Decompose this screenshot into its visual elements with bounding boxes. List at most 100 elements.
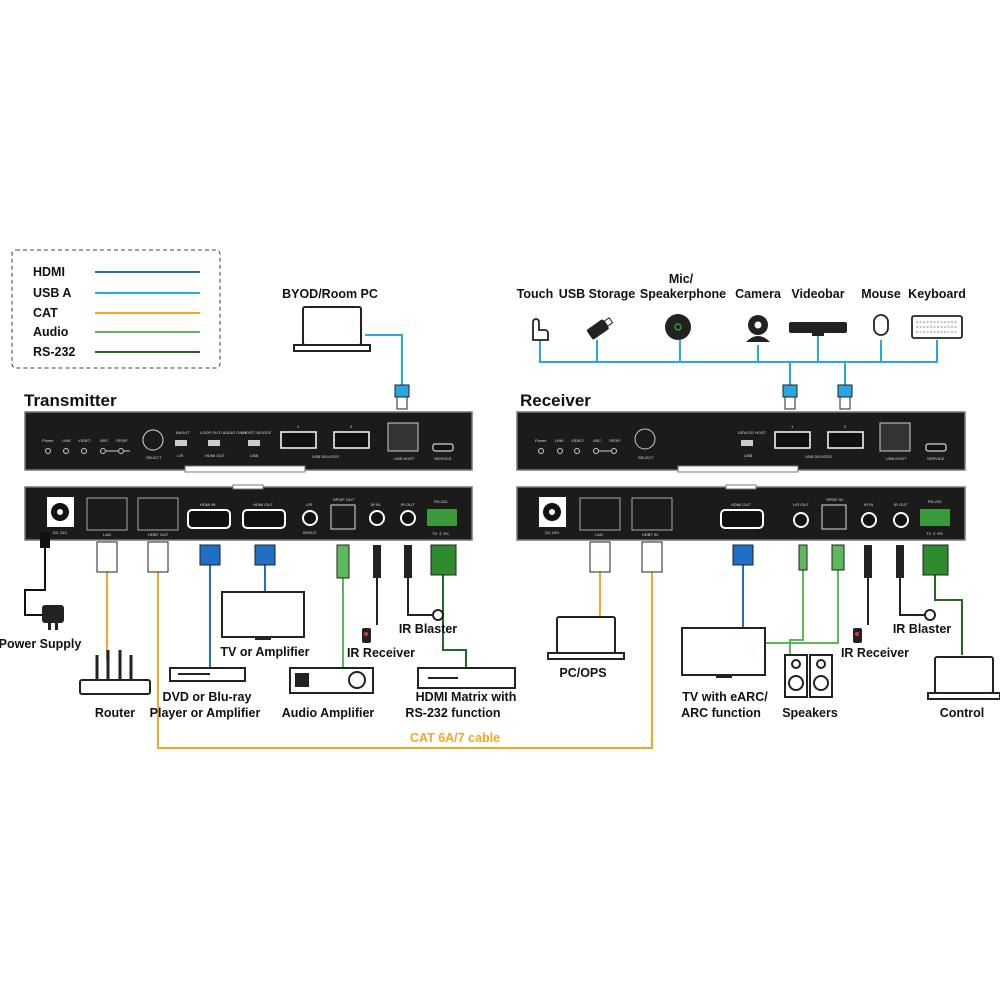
rx-usb-host-label: USB HOST: [886, 456, 907, 461]
control-laptop-icon: [927, 656, 1000, 700]
rx-spdif-in-port[interactable]: [821, 504, 847, 530]
hdmi-in-label: HDMI IN: [200, 502, 215, 507]
mouse-label: Mouse: [861, 287, 901, 301]
usb-port-1[interactable]: [280, 431, 317, 449]
ir-plug-icon: [373, 545, 381, 578]
usb-port-1-label: 1: [297, 424, 300, 429]
matrix-label-1: HDMI Matrix with: [416, 690, 517, 704]
power-supply-icon: [42, 605, 64, 630]
usb-plug-icon: [782, 384, 798, 398]
rx-switch-usb[interactable]: [741, 440, 753, 446]
rx-select-button[interactable]: [634, 428, 656, 450]
audio-spdif-tv: [765, 570, 839, 644]
matrix-label-2: RS-232 function: [405, 706, 500, 720]
toslink-plug-icon: [831, 544, 845, 571]
switch-hdmiout-label: HDMI OUT: [205, 453, 225, 458]
rx-hdbt-in-port[interactable]: [631, 497, 673, 531]
tv-amp-label: TV or Amplifier: [220, 645, 309, 659]
legend-rs232: RS-232: [33, 345, 75, 359]
ir-blaster-icon: [432, 609, 444, 621]
hdmi-plug-icon: [732, 544, 754, 566]
legend-hdmi: HDMI: [33, 265, 65, 279]
usb-port-2-label: 2: [350, 424, 353, 429]
rx-usb-host-port[interactable]: [879, 422, 911, 452]
rs232-plug-icon: [922, 544, 949, 576]
router-label: Router: [95, 706, 135, 720]
mic-label-2: Speakerphone: [640, 287, 726, 301]
switch-usb[interactable]: [248, 440, 260, 446]
ir-receiver-rx-icon: [853, 628, 862, 643]
switch-usb-label: USB: [250, 453, 259, 458]
hdbt-out-port[interactable]: [137, 497, 179, 531]
hdmi-out-port[interactable]: [242, 509, 286, 529]
usb-host-port[interactable]: [387, 422, 419, 452]
rx-hdbt-in-label: HDBT IN: [642, 532, 658, 537]
rs232-terminal[interactable]: [427, 509, 457, 526]
rx-usb-2-label: 2: [844, 424, 847, 429]
cat-cable-label: CAT 6A/7 cable: [410, 731, 500, 745]
dvd-player-icon: [169, 667, 246, 682]
toslink-plug-icon: [336, 544, 350, 579]
audio-plug-icon: [798, 544, 808, 571]
lr-jack[interactable]: [302, 510, 318, 526]
rx-lr-out-jack[interactable]: [793, 512, 809, 528]
control-label: Control: [940, 706, 984, 720]
audio-lr-speakers: [789, 570, 804, 655]
rs232-control: [934, 575, 963, 655]
rj45-plug-icon: [641, 541, 663, 573]
power-supply-label: Power Supply: [0, 637, 81, 651]
lan-port[interactable]: [86, 497, 128, 531]
rx-switch-usb-label: USB: [744, 453, 753, 458]
usb-port-2[interactable]: [333, 431, 370, 449]
hdmi-in-port[interactable]: [187, 509, 231, 529]
rx-usb-port-1[interactable]: [774, 431, 811, 449]
rx-hdmi-out-port[interactable]: [720, 509, 764, 529]
ir-out-jack[interactable]: [400, 510, 416, 526]
rx-spdif-label: SPDIF IN: [826, 497, 843, 502]
videobar-label: Videobar: [791, 287, 844, 301]
select-button[interactable]: [142, 429, 164, 451]
rx-hdmi-out-label: HDMI OUT: [731, 502, 751, 507]
rx-led-arc-label: ARC: [593, 438, 602, 443]
rx-ir-in-label: IR IN: [864, 502, 873, 507]
switch-hdmi-out[interactable]: [208, 440, 220, 446]
rx-ir-in-jack[interactable]: [861, 512, 877, 528]
cables: [24, 334, 963, 749]
transmitter-rear-panel: DC 24V LAN HDBT OUT HDMI IN HDMI OUT L/R…: [24, 484, 473, 541]
mic-label-1: Mic/: [669, 272, 694, 286]
rx-ir-out-label: IR OUT: [894, 502, 908, 507]
rx-usb-port-2[interactable]: [827, 431, 864, 449]
ir-receiver-tx-label: IR Receiver: [347, 646, 415, 660]
usb-bus: [539, 340, 938, 363]
ir-blaster-cable-tx: [407, 578, 432, 616]
rx-ir-out-jack[interactable]: [893, 512, 909, 528]
audio-amplifier-icon: [289, 667, 374, 694]
ir-blaster-rx-icon: [924, 609, 936, 621]
rs232-label: RS-232: [434, 499, 448, 504]
usb-plug-icon: [837, 384, 853, 398]
tv-icon: [221, 591, 305, 640]
rx-rs232-pins-label: TX ⏚ RX: [926, 530, 943, 536]
router-icon: [79, 650, 151, 695]
rj45-plug-icon: [589, 541, 611, 573]
ir-receiver-rx-label: IR Receiver: [841, 646, 909, 660]
spdif-out-port[interactable]: [330, 504, 356, 530]
led-arc-label: ARC: [100, 438, 109, 443]
rx-service-port[interactable]: [925, 443, 947, 452]
switch-host-label: HOST/ DEVICE: [243, 430, 272, 435]
rs232-pins-label: TX ⏚ RX: [432, 530, 449, 536]
ir-blaster-rx-label: IR Blaster: [893, 622, 951, 636]
service-port[interactable]: [432, 443, 454, 452]
ir-in-jack[interactable]: [369, 510, 385, 526]
rx-lan-port[interactable]: [579, 497, 621, 531]
usb-cable-byod: [365, 334, 403, 385]
rx-rs232-terminal[interactable]: [920, 509, 950, 526]
rx-switch-label: DEVICE/ HOST: [738, 430, 767, 435]
led-power-label: Power: [42, 438, 54, 443]
rj45-plug-icon: [96, 541, 118, 573]
switch-in-out[interactable]: [175, 440, 187, 446]
tv-earc-label-2: ARC function: [681, 706, 761, 720]
dc-label: DC 24V: [53, 530, 67, 535]
speakers-label: Speakers: [782, 706, 838, 720]
